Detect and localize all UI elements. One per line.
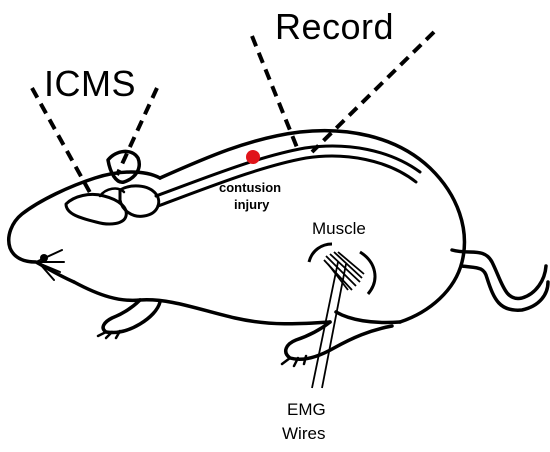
emg-label-line2: Wires	[282, 423, 325, 445]
injury-label-line1: contusion	[219, 179, 281, 197]
red-dot-icon	[246, 150, 260, 164]
emg-label-line1: EMG	[287, 399, 326, 421]
injury-label-line2: injury	[234, 196, 269, 214]
icms-label: ICMS	[44, 63, 136, 105]
record-line-right	[312, 32, 434, 152]
muscle-label: Muscle	[312, 218, 366, 240]
record-label: Record	[275, 6, 394, 48]
rat-outline-icon	[9, 131, 548, 366]
